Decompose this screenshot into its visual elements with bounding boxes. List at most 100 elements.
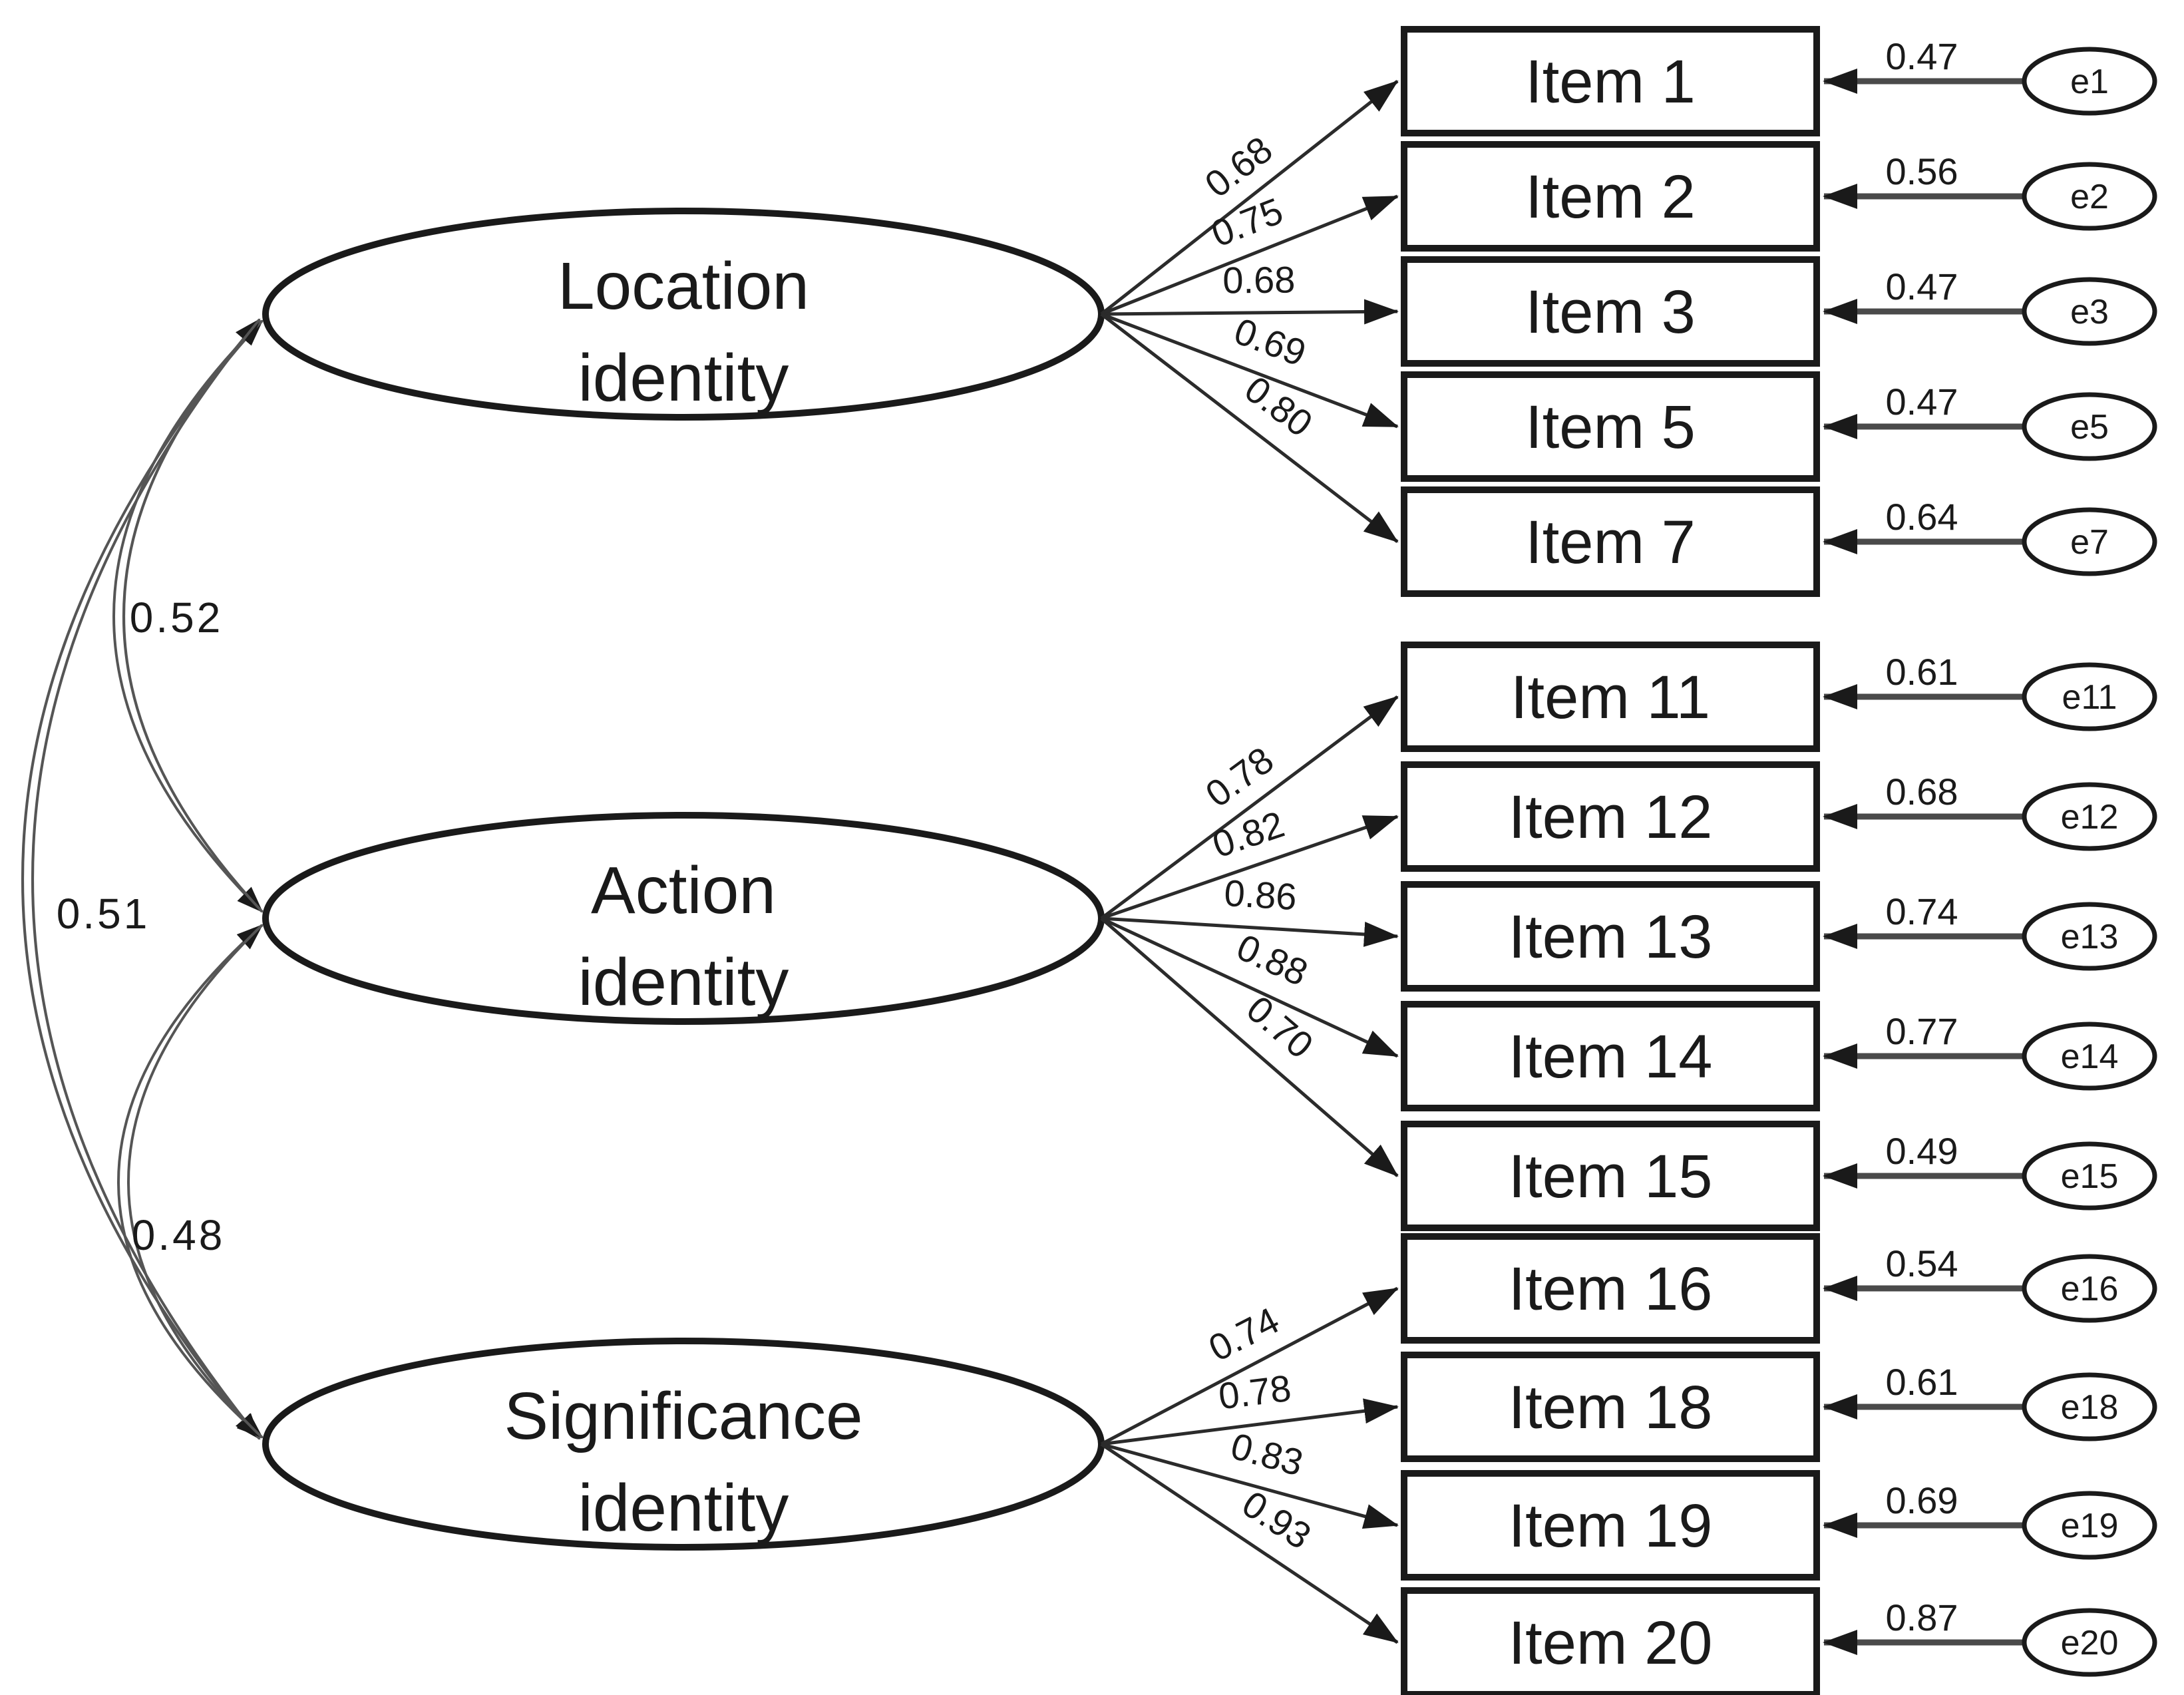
loading-arrow (1101, 312, 1399, 429)
factor-label-line1: Location (558, 249, 809, 323)
loading-value: 0.86 (1223, 872, 1298, 918)
loading-value: 0.78 (1198, 739, 1281, 815)
item-box (1401, 881, 1820, 992)
loading-values: 0.68 0.75 0.68 0.69 0.80 0.78 0.82 0.86 … (1197, 128, 1322, 1557)
item-box (1401, 1233, 1820, 1344)
error-label: e1 (2070, 63, 2109, 101)
error-label: e5 (2070, 408, 2109, 447)
error-value: 0.77 (1886, 1010, 1958, 1052)
error-ellipse (2022, 392, 2157, 461)
loading-arrow (1101, 916, 1399, 947)
item-label: Item 18 (1509, 1374, 1713, 1441)
factor-label-line1: Action (591, 853, 776, 928)
loading-arrow (1101, 194, 1399, 316)
item-label: Item 13 (1509, 903, 1713, 971)
loading-arrow (1101, 1398, 1399, 1446)
correlation-curve (112, 319, 264, 913)
correlation-value: 0.48 (132, 1211, 226, 1259)
factor-label-line2: identity (578, 341, 789, 415)
error-ellipse (2022, 662, 2157, 731)
loading-arrow (1100, 313, 1399, 543)
error-ellipse (2022, 1372, 2157, 1441)
factor-label-line1: Significance (504, 1379, 862, 1453)
error-ellipse (2022, 902, 2157, 971)
error-label: e13 (2061, 918, 2119, 956)
error-label: e16 (2061, 1270, 2119, 1308)
error-ellipse (2022, 47, 2157, 116)
item-label: Item 16 (1509, 1255, 1713, 1323)
error-value: 0.49 (1886, 1130, 1958, 1172)
error-value: 0.47 (1886, 35, 1958, 77)
error-ellipse (2022, 1022, 2157, 1091)
item-box (1401, 1470, 1820, 1581)
item-label: Item 2 (1525, 163, 1696, 231)
error-value: 0.61 (1886, 651, 1958, 693)
error-value: 0.74 (1886, 890, 1958, 932)
error-value: 0.54 (1886, 1242, 1958, 1284)
error-value: 0.56 (1886, 150, 1958, 192)
error-value: 0.68 (1886, 771, 1958, 813)
item-label: Item 20 (1509, 1609, 1713, 1677)
item-boxes: Item 1 Item 2 Item 3 Item 5 Item 7 Item … (1401, 26, 1820, 1695)
item-label: Item 1 (1525, 48, 1696, 116)
item-box (1401, 141, 1820, 252)
error-ellipse (2022, 1491, 2157, 1560)
error-label: e14 (2061, 1037, 2119, 1076)
error-label: e12 (2061, 798, 2119, 837)
loading-value: 0.70 (1239, 988, 1322, 1067)
item-box (1401, 1121, 1820, 1231)
item-box (1401, 761, 1820, 872)
error-ellipse (2022, 277, 2157, 346)
item-label: Item 14 (1509, 1023, 1713, 1091)
error-ellipse (2022, 162, 2157, 231)
error-terms: 0.47 e1 0.56 e2 0.47 e3 0.47 e5 0.64 e7 … (1823, 35, 2157, 1677)
item-box (1401, 26, 1820, 136)
item-box (1401, 256, 1820, 367)
error-label: e11 (2062, 678, 2117, 717)
error-label: e7 (2070, 523, 2109, 562)
item-label: Item 5 (1525, 393, 1696, 461)
error-ellipse (2022, 782, 2157, 851)
loading-arrow (1100, 917, 1399, 1177)
factor-location: Location identity (262, 208, 1105, 421)
correlation-curve (117, 924, 264, 1439)
item-label: Item 7 (1525, 508, 1696, 576)
item-box (1401, 371, 1820, 482)
error-value: 0.61 (1886, 1361, 1958, 1403)
factor-label-line2: identity (578, 1471, 789, 1545)
item-box (1401, 1352, 1820, 1462)
error-value: 0.87 (1886, 1597, 1958, 1638)
item-label: Item 11 (1511, 663, 1710, 731)
loading-arrow (1101, 815, 1399, 920)
loading-value: 0.83 (1226, 1425, 1308, 1484)
correlation-curve-inner (127, 924, 264, 1439)
item-box (1401, 1587, 1820, 1695)
error-value: 0.64 (1886, 496, 1958, 538)
loading-value: 0.82 (1207, 803, 1289, 865)
factor-action: Action identity (262, 812, 1105, 1025)
error-label: e19 (2061, 1507, 2119, 1545)
error-label: e15 (2061, 1157, 2119, 1196)
error-label: e3 (2070, 293, 2109, 331)
correlation-action-significance: 0.48 (117, 924, 264, 1439)
loading-arrow (1100, 80, 1399, 315)
error-label: e18 (2061, 1388, 2119, 1427)
item-box (1401, 486, 1820, 597)
factor-label-line2: identity (578, 945, 789, 1020)
error-ellipse (2022, 1608, 2157, 1677)
loading-value: 0.80 (1237, 367, 1320, 445)
item-box (1401, 1001, 1820, 1111)
loading-value: 0.74 (1202, 1299, 1286, 1370)
correlation-curve (21, 318, 261, 1440)
item-label: Item 3 (1525, 278, 1696, 346)
loading-arrow (1101, 1442, 1399, 1529)
loading-value: 0.78 (1216, 1367, 1294, 1417)
item-label: Item 15 (1509, 1143, 1713, 1211)
correlation-curve-inner (31, 318, 261, 1440)
error-label: e20 (2061, 1624, 2119, 1662)
loading-arrow (1100, 916, 1399, 1058)
item-label: Item 19 (1509, 1492, 1713, 1560)
error-label: e2 (2070, 178, 2109, 216)
